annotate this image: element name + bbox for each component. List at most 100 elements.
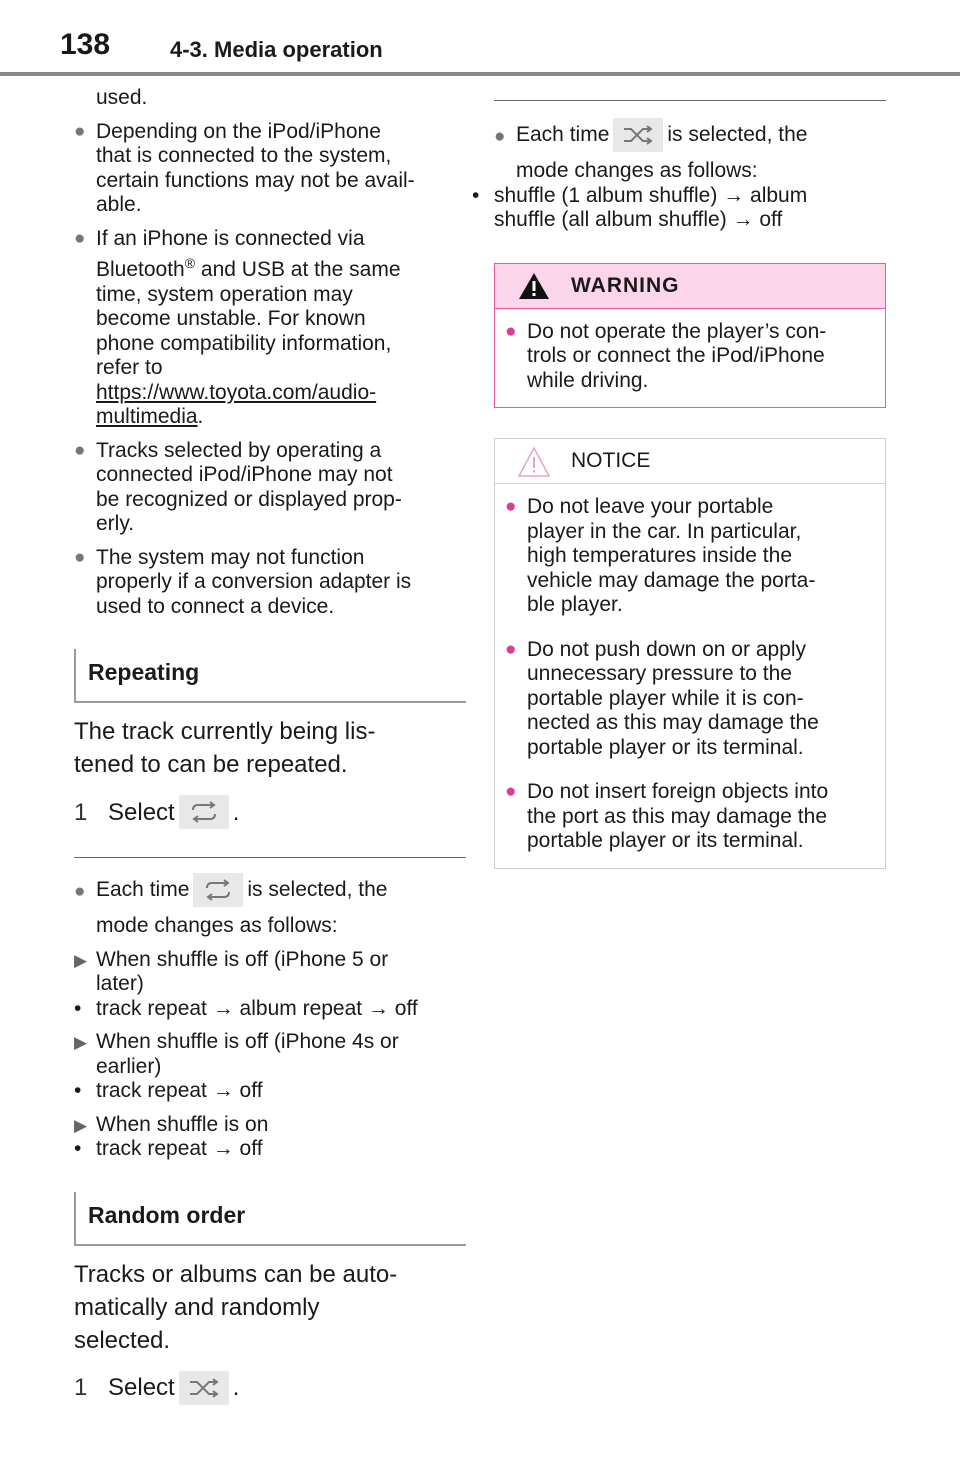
- bullet-icon: ●: [74, 227, 86, 249]
- line-text: is selected, the: [667, 122, 808, 146]
- line: used to connect a device.: [96, 594, 335, 618]
- repeat-icon[interactable]: [178, 795, 229, 829]
- sequence-item: • track repeat → album repeat → off: [74, 997, 466, 1022]
- compatibility-link[interactable]: https://www.toyota.com/audio-: [96, 380, 377, 404]
- line: be recognized or displayed prop-: [96, 487, 402, 511]
- bullet-item: ● The system may not function properly i…: [74, 546, 466, 620]
- line: Do not push down on or apply: [527, 637, 807, 661]
- bullet-icon: ●: [74, 881, 86, 902]
- line-text: Each time: [96, 877, 190, 901]
- line: Tracks selected by operating a: [96, 438, 382, 462]
- continued-text: used.: [96, 86, 148, 109]
- step-text: Select: [108, 1374, 175, 1401]
- warning-header: WARNING: [495, 263, 885, 309]
- line: refer to: [96, 356, 163, 379]
- random-intro: Tracks or albums can be auto- matically …: [74, 1258, 466, 1357]
- bullet-item: ● Do not operate the player’s con- trols…: [505, 320, 871, 394]
- line: connected iPod/iPhone may not: [96, 463, 393, 486]
- line-text: and USB at the same: [195, 258, 401, 281]
- step-text: Select: [108, 798, 175, 826]
- notice-body: ● Do not leave your portable player in t…: [495, 484, 885, 868]
- bullet-icon: ●: [74, 439, 86, 461]
- right-column: ● Each time is selected, the mode change…: [472, 100, 886, 869]
- condition-item: ▶ When shuffle is off (iPhone 4s or earl…: [74, 1030, 466, 1079]
- shuffle-icon[interactable]: [178, 1370, 229, 1405]
- notice-header: NOTICE: [495, 439, 885, 484]
- bullet-icon: ●: [505, 781, 517, 802]
- line: Depending on the iPod/iPhone: [96, 119, 381, 143]
- random-step: 1 Select .: [74, 1370, 466, 1405]
- line: player in the car. In particular,: [527, 519, 802, 543]
- line: ble player.: [527, 593, 623, 616]
- triangle-icon: ▶: [74, 1115, 88, 1135]
- bullet-icon: ●: [505, 320, 517, 342]
- line: track repeat → off: [96, 1079, 263, 1102]
- left-column: used. ● Depending on the iPod/iPhone tha…: [74, 86, 466, 1405]
- notice-box: NOTICE ● Do not leave your portable play…: [494, 438, 886, 869]
- step-number: 1: [74, 798, 88, 826]
- page-header: 138 4-3. Media operation: [0, 0, 960, 76]
- line: Bluetooth® and USB at the same: [96, 251, 466, 283]
- line: portable player or its terminal.: [527, 829, 804, 852]
- line: track repeat → album repeat → off: [96, 996, 418, 1020]
- triangle-icon: ▶: [74, 950, 88, 970]
- line: trols or connect the iPod/iPhone: [527, 344, 825, 367]
- bullet-icon: ●: [505, 496, 517, 517]
- line: Each time is selected, the: [96, 870, 466, 910]
- divider: [494, 100, 886, 101]
- shuffle-icon[interactable]: [613, 118, 664, 152]
- repeating-step: 1 Select .: [74, 795, 466, 829]
- notice-title: NOTICE: [571, 449, 651, 472]
- sequence-item: • track repeat → off: [74, 1137, 466, 1162]
- condition-item: ▶ When shuffle is on: [74, 1113, 466, 1138]
- line: time, system operation may: [96, 282, 353, 306]
- line: earlier): [96, 1054, 162, 1078]
- line: Each time is selected, the: [516, 115, 886, 155]
- step-period: .: [232, 1374, 240, 1401]
- header-rule: [0, 72, 960, 76]
- line: certain functions may not be avail-: [96, 168, 415, 192]
- line-text: Each time: [516, 122, 610, 146]
- bullet-icon: ●: [494, 126, 506, 147]
- step-number: 1: [74, 1374, 88, 1401]
- line: become unstable. For known: [96, 307, 366, 330]
- bullet-icon: ●: [74, 546, 86, 568]
- step-period: .: [232, 798, 240, 826]
- line: matically and randomly: [74, 1293, 320, 1321]
- registered-mark: ®: [184, 255, 196, 271]
- line: that is connected to the system,: [96, 144, 392, 167]
- triangle-icon: ▶: [74, 1033, 88, 1052]
- page-number: 138: [60, 28, 111, 61]
- repeat-icon[interactable]: [193, 873, 244, 907]
- line: When shuffle is off (iPhone 5 or: [96, 947, 389, 971]
- compatibility-link[interactable]: multimedia: [96, 405, 198, 428]
- bullet-item: ● If an iPhone is connected via Bluetoot…: [74, 227, 466, 430]
- line: mode changes as follows:: [516, 159, 758, 182]
- line: If an iPhone is connected via: [96, 226, 365, 250]
- divider: [74, 857, 466, 858]
- repeating-intro: The track currently being lis- tened to …: [74, 715, 466, 781]
- warning-box: WARNING ● Do not operate the player’s co…: [494, 262, 886, 408]
- line: Do not insert foreign objects into: [527, 780, 829, 803]
- line: phone compatibility information,: [96, 331, 392, 355]
- bullet-item: ● Depending on the iPod/iPhone that is c…: [74, 120, 466, 218]
- line: The system may not function: [96, 545, 365, 569]
- line: shuffle (1 album shuffle) → album: [494, 183, 808, 207]
- repeating-heading: Repeating: [74, 649, 466, 703]
- sequence-item: • shuffle (1 album shuffle) → album shuf…: [472, 184, 886, 233]
- warning-body: ● Do not operate the player’s con- trols…: [495, 309, 885, 408]
- line: The track currently being lis-: [74, 718, 376, 745]
- bluetooth-text: Bluetooth: [96, 258, 185, 281]
- period: .: [197, 405, 204, 428]
- line: selected.: [74, 1326, 171, 1354]
- dash-icon: •: [74, 996, 82, 1020]
- line: mode changes as follows:: [96, 914, 338, 937]
- line-text: is selected, the: [247, 877, 388, 901]
- warning-icon: [519, 272, 549, 299]
- bullet-icon: ●: [74, 120, 86, 142]
- line: Do not operate the player’s con-: [527, 319, 827, 343]
- line: tened to can be repeated.: [74, 751, 348, 778]
- bullet-item: ● Each time is selected, the mode change…: [494, 115, 886, 184]
- dash-icon: •: [74, 1137, 82, 1160]
- bullet-icon: ●: [505, 638, 517, 660]
